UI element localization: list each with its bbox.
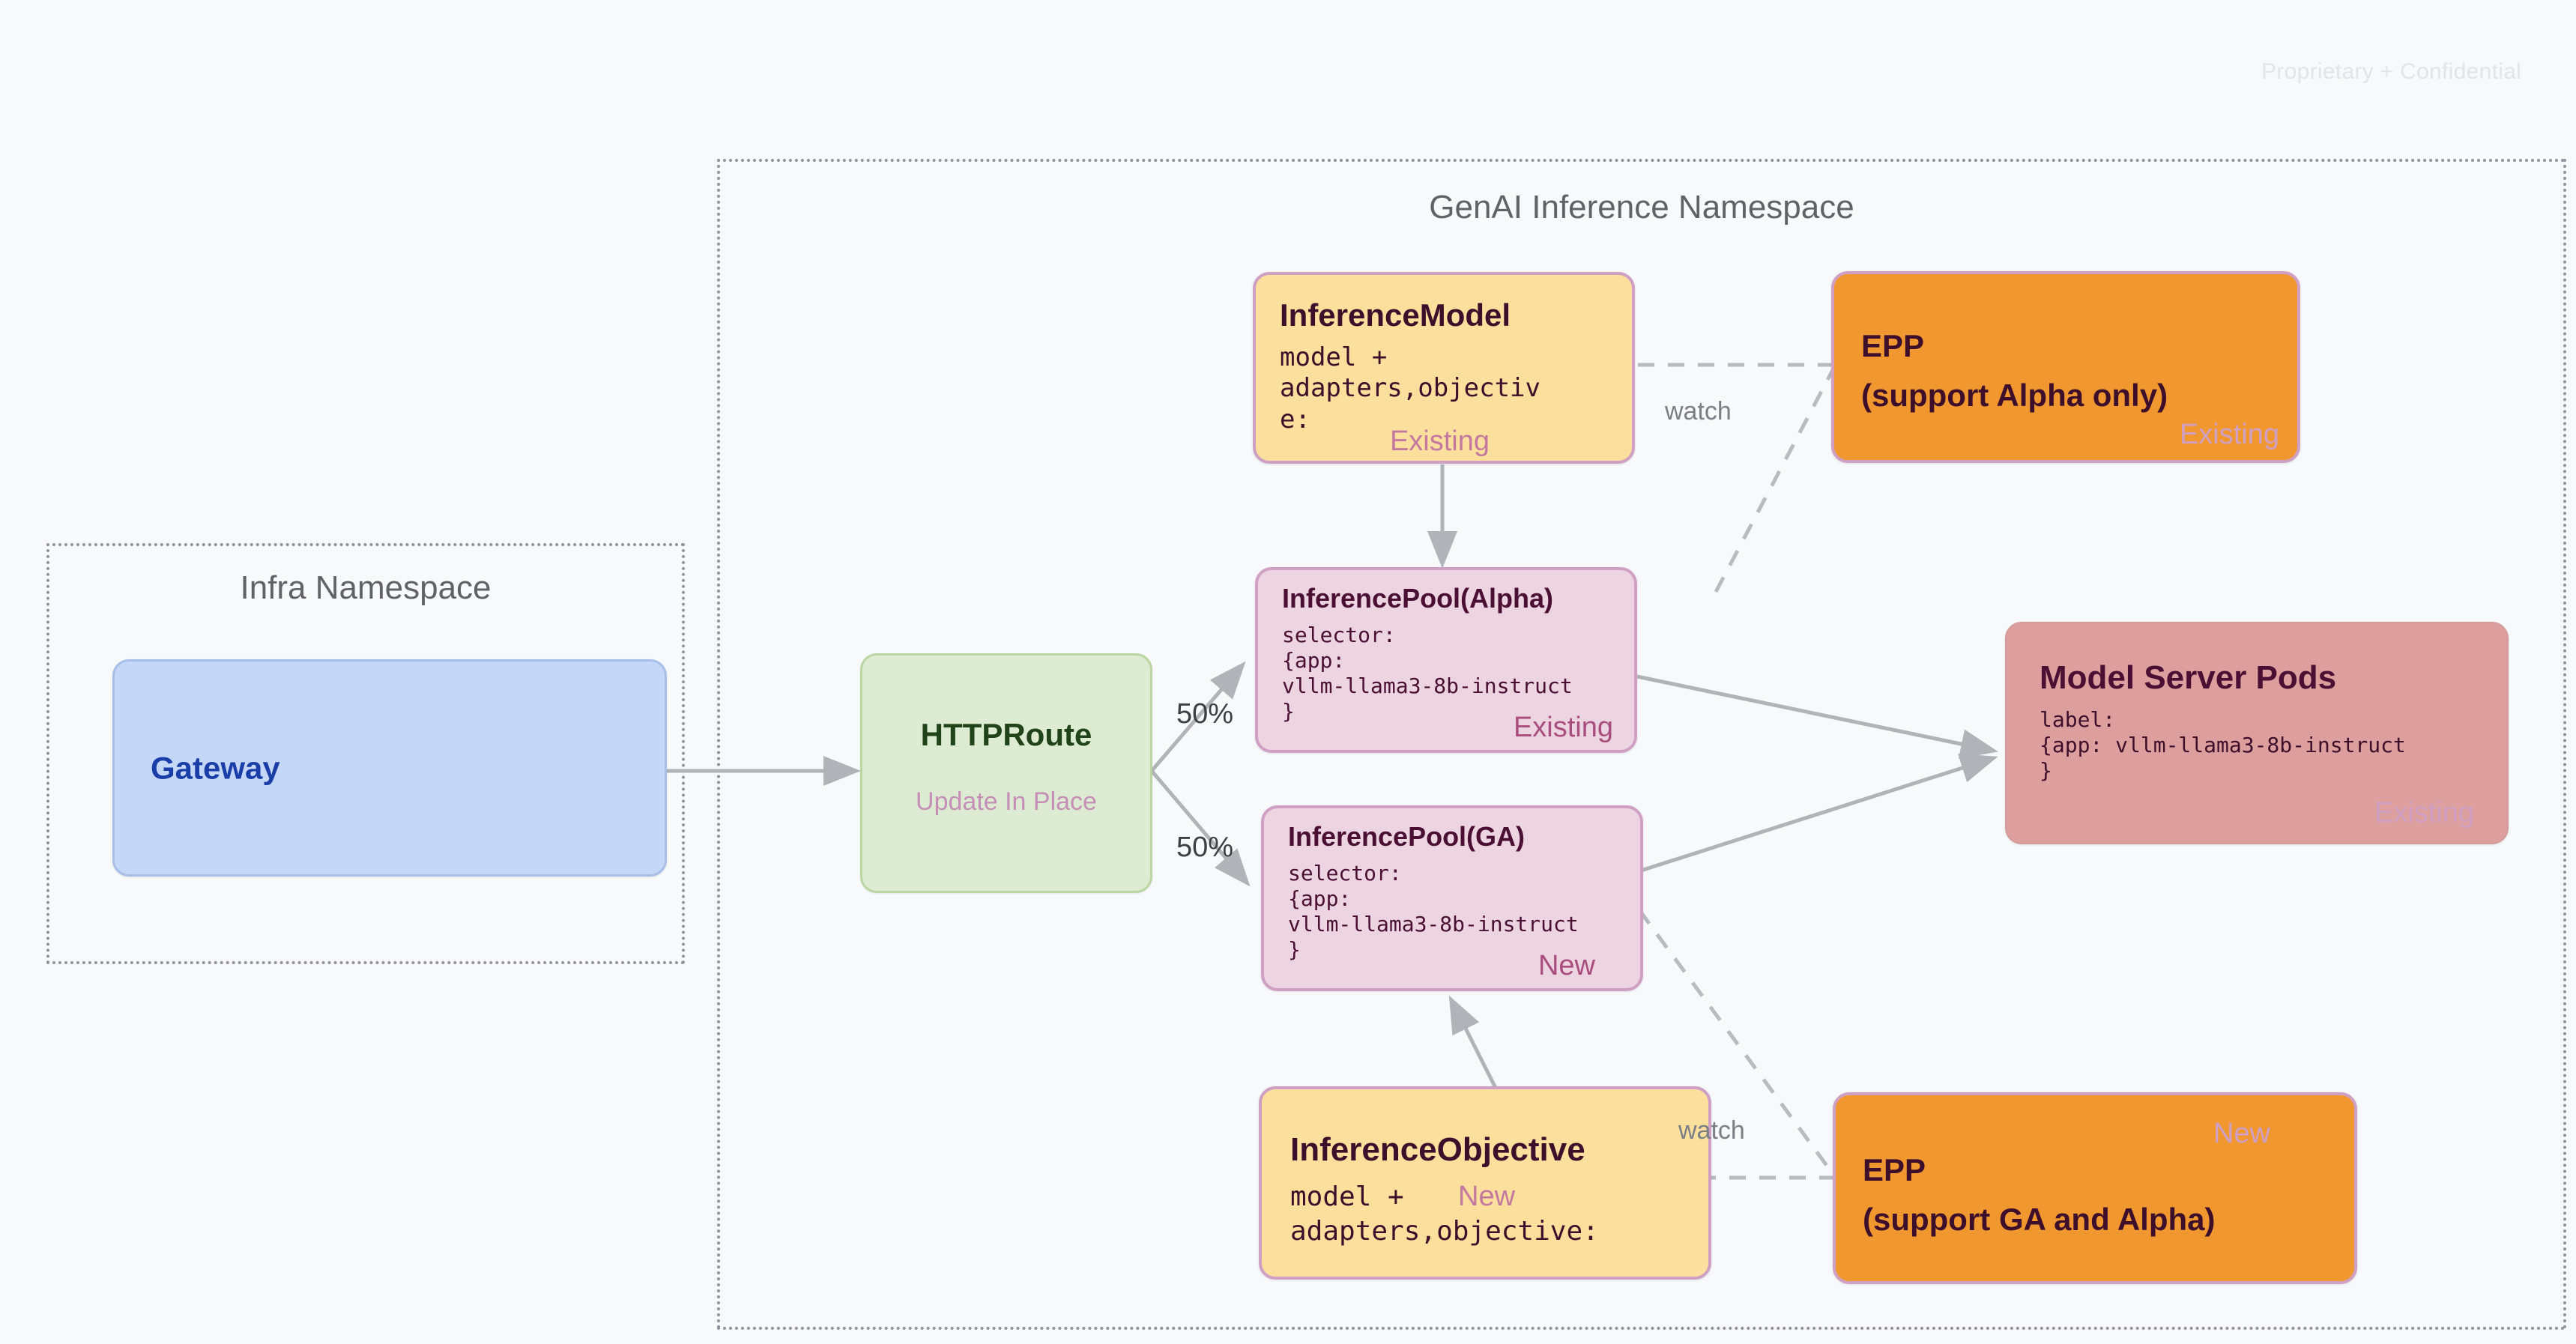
pool-alpha-badge: Existing <box>1513 712 1613 743</box>
inference-model-title: InferenceModel <box>1280 297 1511 333</box>
pool-ga-code: selector: {app: vllm-llama3-8b-instruct … <box>1288 861 1579 963</box>
infra-namespace-container <box>46 543 685 964</box>
node-epp-alpha[interactable]: EPP (support Alpha only) Existing <box>1831 271 2300 463</box>
inference-objective-code-line1: model + <box>1290 1181 1404 1212</box>
httproute-subtitle: Update In Place <box>916 787 1097 816</box>
model-server-pods-title: Model Server Pods <box>2040 659 2337 696</box>
gateway-label: Gateway <box>151 750 280 786</box>
infra-namespace-title: Infra Namespace <box>240 569 492 606</box>
pool-alpha-code: selector: {app: vllm-llama3-8b-instruct … <box>1282 623 1573 724</box>
epp-alpha-badge: Existing <box>2179 419 2279 450</box>
node-epp-ga[interactable]: EPP (support GA and Alpha) New <box>1833 1092 2357 1284</box>
epp-ga-badge: New <box>2213 1118 2270 1149</box>
epp-alpha-title-line2: (support Alpha only) <box>1861 378 2168 413</box>
edge-label-watch-bottom: watch <box>1678 1116 1745 1145</box>
node-inference-objective[interactable]: InferenceObjective model + adapters,obje… <box>1259 1086 1711 1280</box>
model-server-pods-badge: Existing <box>2374 797 2474 829</box>
epp-alpha-title-line1: EPP <box>1861 328 1925 363</box>
pool-ga-title: InferencePool(GA) <box>1288 821 1526 852</box>
edge-label-split-ga: 50% <box>1176 832 1234 863</box>
inference-model-code: model + adapters,objectiv e: <box>1280 342 1541 435</box>
confidential-notice: Proprietary + Confidential <box>2261 59 2522 84</box>
epp-ga-title-line1: EPP <box>1863 1152 1926 1187</box>
epp-ga-title-line2: (support GA and Alpha) <box>1863 1202 2216 1237</box>
node-inference-pool-alpha[interactable]: InferencePool(Alpha) selector: {app: vll… <box>1255 567 1637 753</box>
pool-alpha-title: InferencePool(Alpha) <box>1282 583 1554 614</box>
node-model-server-pods[interactable]: Model Server Pods label: {app: vllm-llam… <box>2005 622 2509 844</box>
model-server-pods-code: label: {app: vllm-llama3-8b-instruct } <box>2040 707 2406 784</box>
node-inference-model[interactable]: InferenceModel model + adapters,objectiv… <box>1253 272 1635 464</box>
genai-namespace-container <box>717 159 2566 1330</box>
pool-ga-badge: New <box>1538 950 1595 981</box>
node-inference-pool-ga[interactable]: InferencePool(GA) selector: {app: vllm-l… <box>1261 805 1643 991</box>
node-gateway[interactable]: Gateway <box>112 659 667 877</box>
genai-namespace-title: GenAI Inference Namespace <box>1429 189 1854 225</box>
edge-label-split-alpha: 50% <box>1176 698 1234 730</box>
httproute-label: HTTPRoute <box>920 717 1092 752</box>
inference-objective-title: InferenceObjective <box>1290 1131 1585 1168</box>
inference-objective-badge: New <box>1458 1181 1516 1212</box>
inference-model-badge: Existing <box>1389 426 1490 457</box>
node-httproute[interactable]: HTTPRoute Update In Place <box>860 653 1152 893</box>
inference-objective-code-line2: adapters,objective: <box>1290 1216 1599 1247</box>
edge-label-watch-top: watch <box>1665 397 1732 426</box>
